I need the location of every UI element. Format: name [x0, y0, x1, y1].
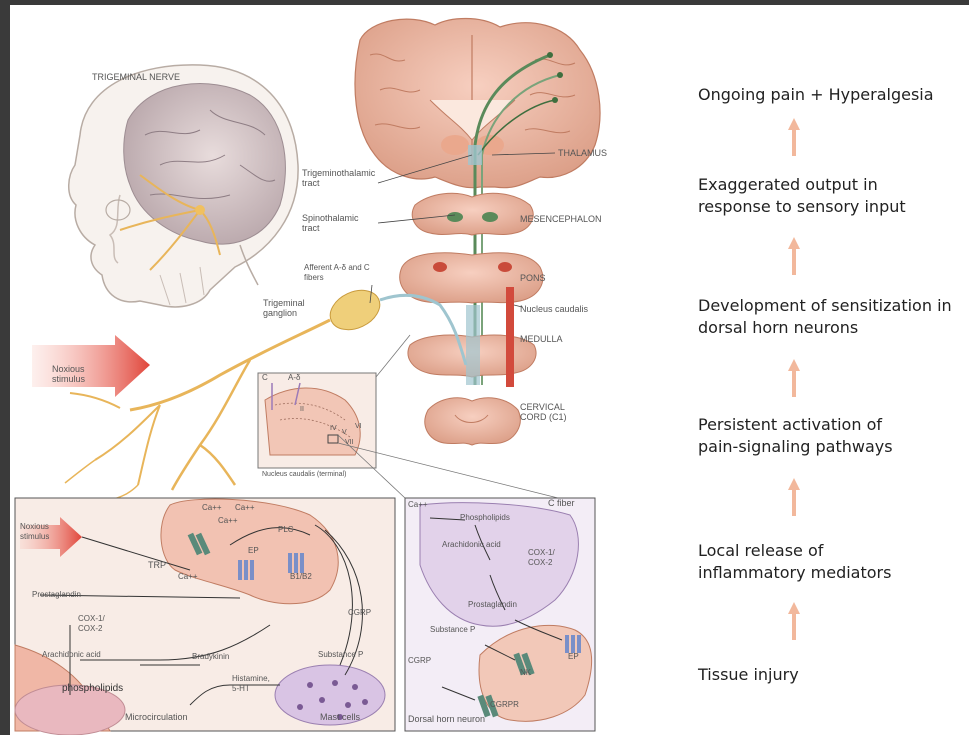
c-fiber-label: C fiber	[548, 498, 575, 508]
prostaglandin-label-left: Prostaglandin	[32, 590, 81, 600]
panel-noxious-stimulus-label: Noxious stimulus	[20, 522, 60, 542]
cgrp-label-left: CGRP	[348, 608, 371, 618]
plc-label: PLC	[278, 525, 294, 535]
skull-illustration	[69, 65, 298, 307]
peripheral-sensitization-panel	[15, 498, 395, 735]
trigeminothalamic-tract-label: Trigeminothalamic tract	[302, 168, 372, 188]
cascade-step-ongoing-pain: Ongoing pain + Hyperalgesia	[698, 84, 934, 106]
cascade-up-arrow-1	[788, 118, 800, 156]
trigeminal-nerve-label: TRIGEMINAL NERVE	[92, 72, 180, 82]
cervical-cord-section	[425, 398, 520, 445]
lamina-ii-label: II	[300, 405, 304, 415]
lamina-iv-label: IV	[330, 424, 337, 434]
lamina-vii-label: VII	[345, 438, 354, 448]
microcirculation-label: Microcirculation	[125, 712, 188, 722]
cervical-cord-label: CERVICAL CORD (C1)	[520, 402, 590, 422]
cgrp-label-right: CGRP	[408, 656, 431, 666]
afferent-fibers-label: Afferent A-δ and C fibers	[304, 263, 376, 283]
cascade-up-arrow-2	[788, 237, 800, 275]
ep-label-left: EP	[248, 546, 259, 556]
ca-label-4: Ca++	[178, 572, 198, 582]
histamine-label: Histamine, 5-HT	[232, 674, 272, 694]
nucleus-caudalis-label: Nucleus caudalis	[520, 304, 588, 314]
ca-label-2: Ca++	[235, 503, 255, 513]
cascade-up-arrow-3	[788, 359, 800, 397]
inset-a-delta-label: A-δ	[288, 373, 300, 383]
cox-label-right: COX-1/ COX-2	[528, 548, 568, 568]
noxious-stimulus-label: Noxious stimulus	[52, 364, 102, 384]
lamina-vi-label: VI	[355, 422, 362, 432]
substance-p-label-right: Substance P	[430, 625, 475, 635]
mesencephalon-section	[412, 193, 533, 235]
inset-c-label: C	[262, 373, 268, 383]
substance-p-label-left: Substance P	[318, 650, 363, 660]
dorsal-horn-neuron-label: Dorsal horn neuron	[408, 714, 485, 724]
cascade-step-persistent-activation: Persistent activation of pain-signaling …	[698, 414, 918, 458]
ca-label-1: Ca++	[202, 503, 222, 513]
b1b2-label: B1/B2	[290, 572, 312, 582]
central-sensitization-panel	[405, 498, 595, 731]
cgrpr-label: CGRPR	[490, 700, 519, 710]
mast-cells-label: Mast cells	[320, 712, 360, 722]
cascade-up-arrow-5	[788, 602, 800, 640]
mesencephalon-label: MESENCEPHALON	[520, 214, 602, 224]
phospholipids-label-left: phospholipids	[62, 684, 123, 694]
cox-label-left: COX-1/ COX-2	[78, 614, 118, 634]
nk-label: NK	[520, 668, 531, 678]
cascade-step-sensitization: Development of sensitization in dorsal h…	[698, 295, 958, 339]
cascade-step-local-release: Local release of inflammatory mediators	[698, 540, 898, 584]
cascade-step-tissue-injury: Tissue injury	[698, 664, 799, 686]
prostaglandin-label-right: Prostaglandin	[468, 600, 517, 610]
medulla-label: MEDULLA	[520, 334, 563, 344]
arachidonic-acid-label-right: Arachidonic acid	[442, 540, 501, 550]
thalamus-label: THALAMUS	[558, 148, 607, 158]
nucleus-caudalis-terminal-label: Nucleus caudalis (terminal)	[262, 470, 346, 480]
arachidonic-acid-label-left: Arachidonic acid	[42, 650, 101, 660]
phospholipids-label-right: Phospholipids	[460, 513, 510, 523]
trp-label: TRP	[148, 560, 166, 570]
bradykinin-label: Bradykinin	[192, 652, 229, 662]
spinothalamic-tract-label: Spinothalamic tract	[302, 213, 364, 233]
lamina-v-label: V	[342, 428, 347, 438]
ca-label-3: Ca++	[218, 516, 238, 526]
pain-pathway-illustration	[10, 5, 969, 735]
trigeminal-ganglion-label: Trigeminal ganglion	[263, 298, 313, 318]
pons-label: PONS	[520, 273, 546, 283]
ep-label-right: EP	[568, 652, 579, 662]
cascade-up-arrow-4	[788, 478, 800, 516]
cascade-step-exaggerated-output: Exaggerated output in response to sensor…	[698, 174, 928, 218]
ca-label-right: Ca++	[408, 500, 428, 510]
